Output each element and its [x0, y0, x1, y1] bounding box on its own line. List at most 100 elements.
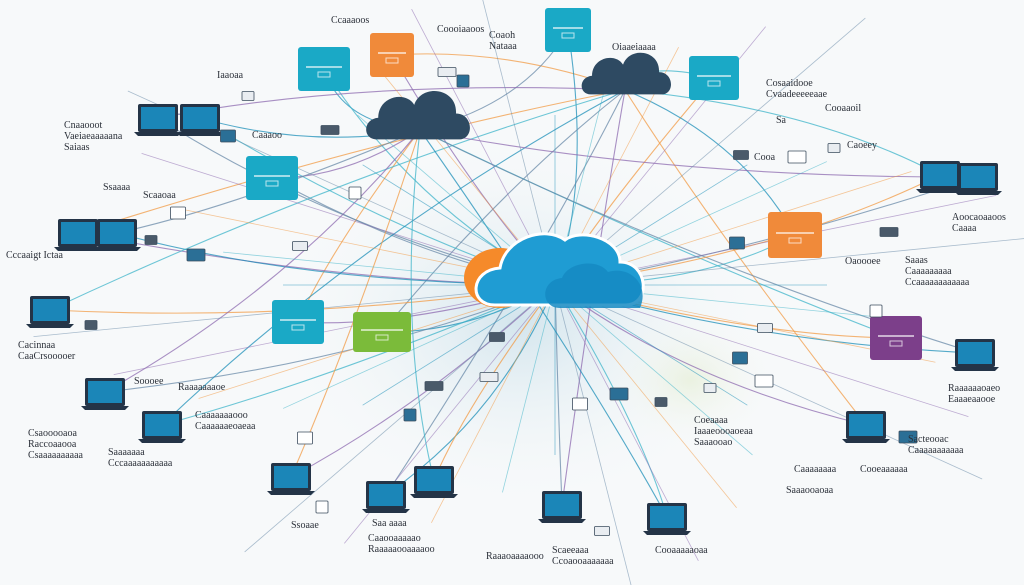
link-line	[624, 89, 941, 176]
device-icon	[757, 323, 773, 333]
device-icon	[594, 526, 610, 536]
node-label: Aoocaoaaoos Caaaa	[952, 212, 1006, 234]
device-icon	[827, 143, 841, 153]
device-icon	[572, 397, 588, 411]
cloud-icon	[581, 52, 671, 95]
node-label: Raaaoaaaaooo	[486, 551, 544, 562]
node-label: Raaaaaaoaeo Eaaaeaaooe	[948, 383, 1001, 405]
node-label: Cacinnaa CaaCrsooooer	[18, 340, 76, 362]
laptop-icon	[954, 163, 1002, 195]
service-panel	[870, 316, 922, 360]
link-line	[244, 284, 556, 553]
link-line	[554, 284, 737, 509]
laptop-icon	[26, 296, 74, 328]
device-icon	[292, 241, 308, 251]
laptop-icon	[93, 219, 141, 251]
device-icon	[144, 235, 158, 245]
device-icon	[456, 74, 470, 88]
node-label: Oaoooee	[845, 256, 881, 267]
device-icon	[733, 150, 749, 160]
node-label: Caaooaaaaao Raaaaaooaaaaoo	[368, 533, 435, 555]
node-label: Scaaoaa	[143, 190, 176, 201]
node-label: Saaaaaaa Cccaaaaaaaaaaa	[108, 447, 173, 469]
node-label: Caaaaaaaooo Caaaaaaeoaeaa	[195, 410, 256, 432]
service-panel	[768, 212, 822, 258]
link-line	[554, 284, 668, 518]
node-label: Soooee	[134, 376, 164, 387]
laptop-icon	[643, 503, 691, 535]
node-label: Cosaaidooe Cvaadeeeeeaae	[766, 78, 828, 100]
device-icon	[320, 125, 340, 135]
link-line	[77, 89, 626, 234]
node-label: Oiaaeiaaaa	[612, 42, 656, 53]
device-icon	[424, 381, 444, 391]
link-line	[49, 89, 626, 311]
link-line	[554, 284, 867, 426]
laptop-icon	[362, 481, 410, 513]
device-icon	[609, 387, 629, 401]
node-label: Cooeaaaaaa	[860, 464, 908, 475]
node-label: Cccaaigt Ictaa	[6, 250, 63, 261]
link-line	[624, 89, 796, 236]
device-icon	[315, 500, 329, 514]
device-icon	[869, 304, 883, 318]
link-line	[419, 129, 668, 518]
device-icon	[732, 351, 748, 365]
node-label: Scaeeaaa Ccoaooaaaaaaa	[552, 545, 614, 567]
device-icon	[787, 150, 807, 164]
link-line	[410, 129, 435, 481]
link-line	[502, 284, 556, 493]
node-label: Iaaoaa	[217, 70, 244, 81]
node-label: Cooaaaaaoaa	[655, 545, 708, 556]
laptop-icon	[538, 491, 586, 523]
laptop-icon	[916, 161, 964, 193]
service-panel	[689, 56, 739, 100]
laptop-icon	[267, 463, 315, 495]
service-panel	[272, 300, 324, 344]
node-label: Caaaoo	[252, 130, 282, 141]
device-icon	[403, 408, 417, 422]
link-line	[433, 284, 556, 481]
central-cloud-icon	[464, 232, 645, 308]
link-line	[290, 284, 556, 478]
device-icon	[898, 430, 918, 444]
device-icon	[703, 383, 717, 393]
laptop-icon	[842, 411, 890, 443]
device-icon	[879, 227, 899, 237]
link-line	[554, 284, 632, 585]
service-panel	[246, 156, 298, 200]
link-line	[161, 89, 626, 426]
laptop-icon	[138, 411, 186, 443]
laptop-icon	[410, 466, 458, 498]
device-icon	[220, 129, 236, 143]
laptop-icon	[134, 104, 182, 136]
laptop-icon	[951, 339, 999, 371]
node-label: Coaoh Nataaa	[489, 30, 517, 52]
node-label: Coeaaaa Iaaaeoooaoeaa Saaaooao	[694, 415, 753, 448]
link-line	[104, 129, 421, 393]
device-icon	[729, 236, 745, 250]
device-icon	[654, 397, 668, 407]
node-label: Caaaaaaaa	[794, 464, 837, 475]
device-icon	[84, 320, 98, 330]
link-line	[482, 0, 556, 286]
device-icon	[437, 67, 457, 77]
device-icon	[479, 372, 499, 382]
node-label: Sa	[776, 115, 786, 126]
link-line	[381, 89, 626, 333]
node-label: Caoeey	[847, 140, 877, 151]
node-label: Ssaaaa	[103, 182, 131, 193]
device-icon	[297, 431, 313, 445]
device-icon	[489, 332, 505, 342]
node-label: Cooa	[754, 152, 776, 163]
laptop-icon	[81, 378, 129, 410]
link-line	[419, 129, 979, 178]
node-label: Saa aaaa	[372, 518, 407, 529]
node-label: Coooiaaoos	[437, 24, 485, 35]
link-lines	[33, 0, 1024, 585]
link-line	[161, 284, 556, 426]
node-label: Cnaaooot Vaeiaeaaaaana Saiaas	[64, 120, 123, 153]
laptop-icon	[54, 219, 102, 251]
device-icon	[348, 186, 362, 200]
